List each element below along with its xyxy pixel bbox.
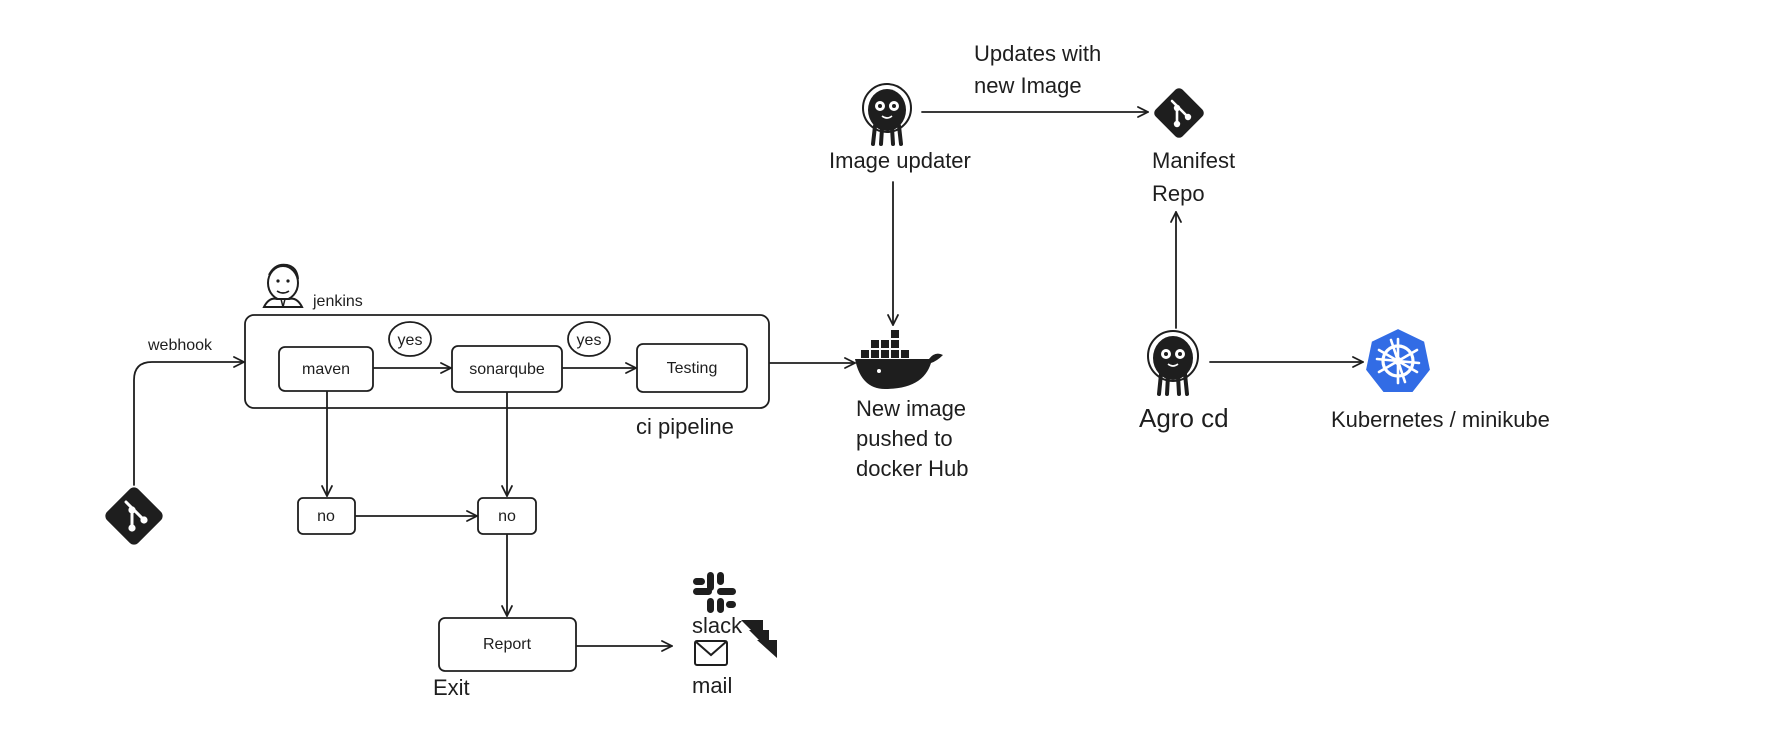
manifest-repo-label-line2: Repo	[1152, 181, 1205, 206]
no-node-2: no	[477, 497, 537, 535]
testing-label: Testing	[667, 360, 718, 377]
exit-label: Exit	[433, 675, 470, 700]
no-node-1: no	[297, 497, 356, 535]
no-label-1: no	[317, 508, 335, 525]
jenkins-icon	[262, 263, 304, 308]
report-node: Report	[438, 617, 577, 672]
manifest-repo-label-line1: Manifest	[1152, 148, 1235, 173]
agro-cd-label: Agro cd	[1139, 403, 1229, 433]
mail-label: mail	[692, 673, 732, 698]
new-image-label-line2: pushed to	[856, 426, 953, 451]
yes-label-1: yes	[398, 332, 423, 349]
updates-with-label-line1: Updates with	[974, 41, 1101, 66]
slack-icon	[693, 572, 736, 613]
kubernetes-icon	[1363, 326, 1433, 394]
testing-node: Testing	[636, 343, 748, 393]
mail-icon	[694, 640, 728, 666]
maven-label: maven	[302, 361, 350, 378]
ci-pipeline-label: ci pipeline	[636, 414, 734, 439]
report-label: Report	[483, 636, 532, 653]
jira-icon	[741, 620, 777, 658]
new-image-label-line1: New image	[856, 396, 966, 421]
image-updater-label: Image updater	[829, 148, 971, 173]
new-image-label-line3: docker Hub	[856, 456, 969, 481]
maven-node: maven	[278, 346, 374, 392]
updates-with-label-line2: new Image	[974, 73, 1082, 98]
yes-label-2: yes	[577, 332, 602, 349]
yes-bubble-1: yes	[388, 321, 432, 357]
kubernetes-label: Kubernetes / minikube	[1331, 407, 1550, 432]
git-icon	[105, 487, 163, 545]
jenkins-label: jenkins	[312, 293, 363, 310]
webhook-arrow	[133, 356, 245, 486]
sonarqube-label: sonarqube	[469, 361, 545, 378]
no-label-2: no	[498, 508, 516, 525]
manifest-git-icon	[1154, 88, 1204, 138]
webhook-label: webhook	[147, 337, 213, 354]
docker-icon	[855, 330, 943, 389]
yes-bubble-2: yes	[567, 321, 611, 357]
image-updater-icon	[862, 83, 912, 146]
sonarqube-node: sonarqube	[451, 345, 563, 393]
slack-label: slack	[692, 613, 743, 638]
agro-cd-icon	[1147, 330, 1199, 396]
